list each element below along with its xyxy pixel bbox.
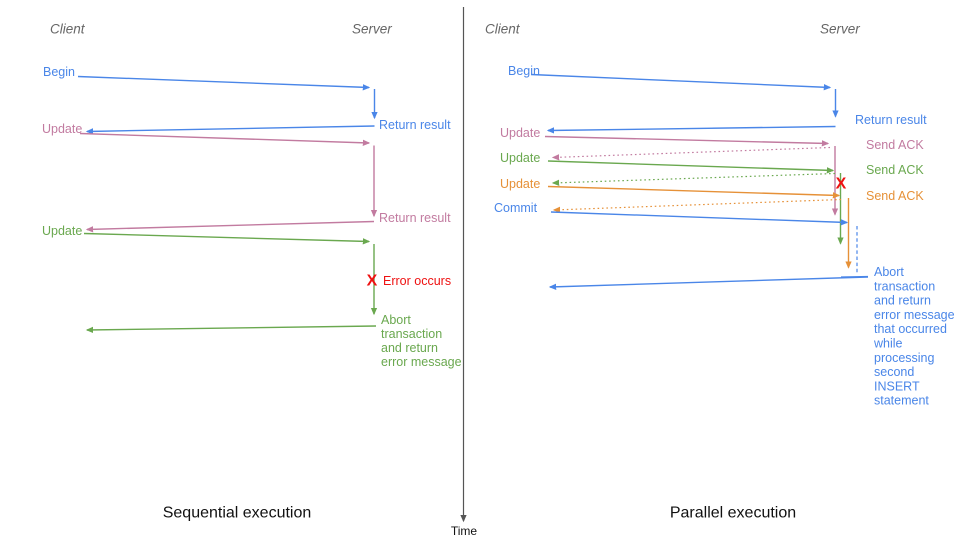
- right-send-ack-3-label: Send ACK: [866, 189, 924, 203]
- left-return-result-2-arrow: [85, 220, 375, 233]
- left-begin-label: Begin: [43, 65, 75, 79]
- right-update-1-call-arrow: [544, 135, 830, 147]
- left-abort-return-arrow: [85, 325, 377, 334]
- right-abort-line-6: while: [873, 337, 903, 351]
- right-update-3-label: Update: [500, 177, 540, 191]
- right-return-result-label: Return result: [855, 113, 927, 127]
- right-error-x-icon: X: [836, 176, 847, 193]
- right-abort-message: Abort transaction and return error messa…: [873, 265, 955, 408]
- left-update-2-label: Update: [42, 224, 82, 238]
- right-update-3-call-arrow: [547, 185, 841, 199]
- left-abort-line-4: error message: [381, 355, 462, 369]
- right-server-header: Server: [820, 22, 860, 37]
- left-abort-line-1: Abort: [381, 313, 411, 327]
- left-server-header: Server: [352, 22, 392, 37]
- right-commit-label: Commit: [494, 201, 538, 215]
- parallel-panel: Client Server Begin Return result Update…: [485, 22, 955, 522]
- right-abort-line-3: and return: [874, 294, 931, 308]
- left-return-result-1-arrow: [85, 125, 375, 135]
- left-error-x-icon: X: [367, 273, 378, 290]
- right-begin-call-arrow: [530, 73, 832, 91]
- left-update-1-call-arrow: [79, 132, 371, 146]
- right-ack-3-dotted-arrow: [552, 198, 842, 213]
- right-commit-call-arrow: [550, 211, 849, 226]
- right-update-2-call-arrow: [547, 160, 835, 174]
- right-update-2-label: Update: [500, 151, 540, 165]
- time-axis-label: Time: [451, 524, 478, 538]
- right-abort-line-1: Abort: [874, 265, 904, 279]
- left-abort-message: Abort transaction and return error messa…: [381, 313, 462, 369]
- left-update-1-label: Update: [42, 122, 82, 136]
- right-abort-line-10: statement: [874, 394, 929, 408]
- left-abort-line-2: transaction: [381, 327, 442, 341]
- right-send-ack-2-label: Send ACK: [866, 163, 924, 177]
- right-abort-line-4: error message: [874, 308, 955, 322]
- right-abort-return-arrow: [548, 276, 869, 291]
- right-ack-2-dotted-arrow: [551, 172, 836, 186]
- right-abort-line-2: transaction: [874, 279, 935, 293]
- left-update-2-call-arrow: [83, 232, 371, 245]
- right-abort-line-9: INSERT: [874, 379, 920, 393]
- left-begin-call-arrow: [77, 75, 371, 91]
- right-ack-1-dotted-arrow: [551, 146, 831, 161]
- sequential-panel: Client Server Begin Return result Update…: [42, 22, 462, 522]
- right-abort-line-7: processing: [874, 351, 934, 365]
- right-begin-label: Begin: [508, 64, 540, 78]
- left-return-result-2-label: Return result: [379, 211, 451, 225]
- right-abort-line-5: that occurred: [874, 322, 947, 336]
- right-send-ack-1-label: Send ACK: [866, 138, 924, 152]
- left-error-occurs-label: Error occurs: [383, 274, 451, 288]
- right-return-result-arrow: [546, 125, 836, 134]
- right-update-1-label: Update: [500, 126, 540, 140]
- right-client-header: Client: [485, 22, 521, 37]
- left-return-result-1-label: Return result: [379, 118, 451, 132]
- left-client-header: Client: [50, 22, 86, 37]
- parallel-execution-title: Parallel execution: [670, 505, 796, 522]
- sequential-execution-title: Sequential execution: [163, 505, 312, 522]
- right-abort-line-8: second: [874, 365, 914, 379]
- left-abort-line-3: and return: [381, 341, 438, 355]
